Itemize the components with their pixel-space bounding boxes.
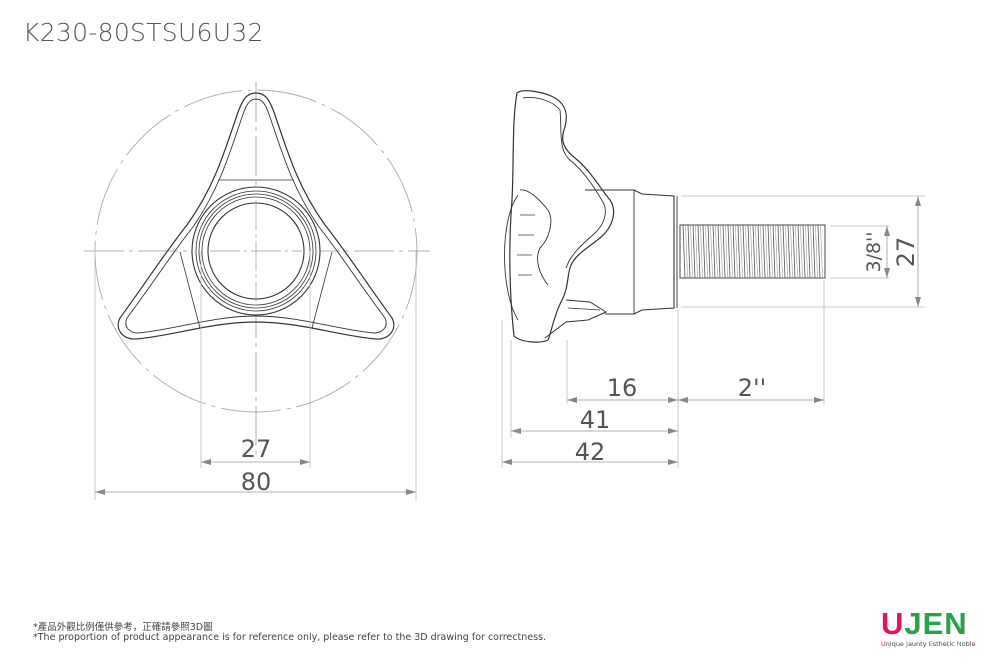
- threaded-bolt: [679, 224, 826, 279]
- side-view: 16 2'' 41 42 3/8'' 27: [501, 90, 925, 468]
- note-chinese: *產品外觀比例僅供參考，正確請參照3D圖: [33, 622, 213, 633]
- note-english: *The proportion of product appearance is…: [33, 632, 546, 643]
- knob-inner-outline: [125, 98, 387, 334]
- brand-logo: UJEN Unique Jaunty Esthetic Noble: [881, 606, 981, 648]
- logo-wordmark: UJEN: [881, 606, 968, 641]
- part-number-title: K230-80STSU6U32: [23, 18, 264, 47]
- dim-overall-length: 42: [575, 438, 606, 466]
- dim-overall-diameter: 80: [241, 468, 272, 496]
- dim-shoulder-diameter: 27: [892, 237, 920, 268]
- shoulder-collar: [585, 189, 675, 315]
- knob-side-profile: [509, 90, 615, 343]
- logo-tagline: Unique Jaunty Esthetic Noble: [881, 640, 976, 648]
- dim-hub-diameter: 27: [241, 435, 272, 463]
- dim-thread-size: 3/8'': [863, 231, 885, 272]
- front-view: 27 80: [84, 82, 430, 500]
- knob-outline: [117, 92, 395, 340]
- dim-thread-length: 2'': [738, 374, 766, 402]
- dim-length-41: 41: [580, 406, 611, 434]
- dim-head-height: 16: [607, 374, 638, 402]
